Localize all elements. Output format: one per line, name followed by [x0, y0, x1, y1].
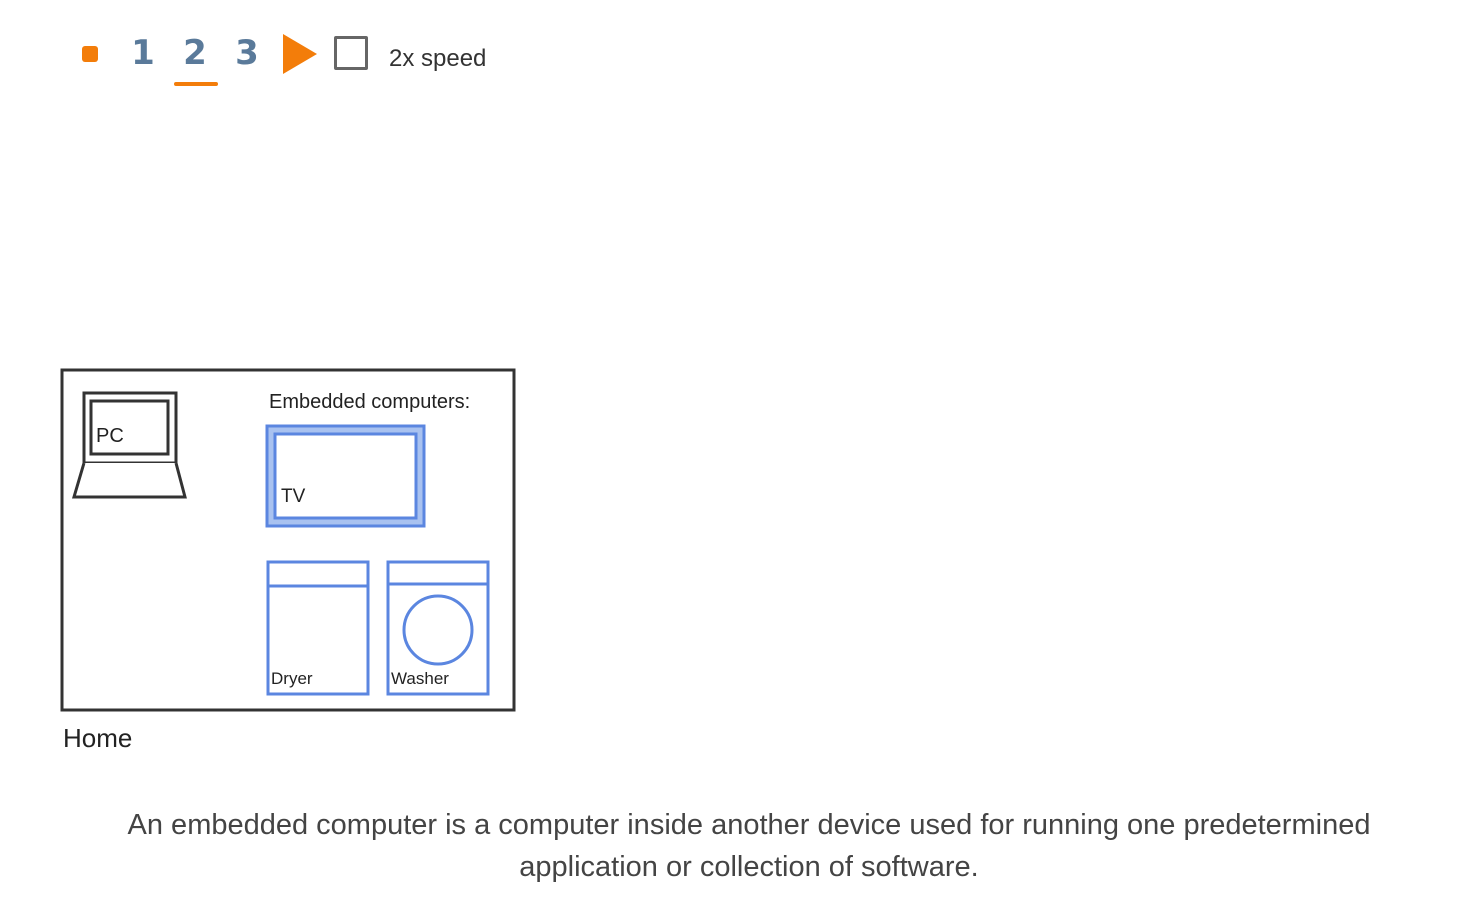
- pc-label: PC: [96, 425, 124, 447]
- active-step-indicator: [174, 82, 218, 86]
- animation-controls: 1 2 3 2x speed: [0, 0, 600, 100]
- pc-laptop-icon: [71, 391, 187, 499]
- embedded-heading: Embedded computers:: [269, 391, 470, 413]
- dryer-label: Dryer: [271, 669, 313, 688]
- stop-button[interactable]: [82, 46, 98, 62]
- step-3-button[interactable]: 3: [235, 33, 259, 73]
- washer-icon: [386, 560, 490, 696]
- home-label: Home: [63, 723, 133, 753]
- speed-label: 2x speed: [389, 45, 487, 72]
- washer-label: Washer: [391, 669, 449, 688]
- caption-text: An embedded computer is a computer insid…: [127, 809, 1371, 883]
- step-1-button[interactable]: 1: [131, 33, 155, 73]
- tv-label: TV: [281, 486, 306, 507]
- tv-icon: [265, 424, 426, 528]
- step-2-button[interactable]: 2: [183, 33, 207, 73]
- play-button[interactable]: [283, 34, 317, 74]
- caption: An embedded computer is a computer insid…: [0, 804, 1468, 888]
- speed-checkbox[interactable]: [334, 36, 368, 70]
- dryer-icon: [266, 560, 370, 696]
- home-diagram: PC Embedded computers: TV Dryer Washer: [60, 368, 516, 712]
